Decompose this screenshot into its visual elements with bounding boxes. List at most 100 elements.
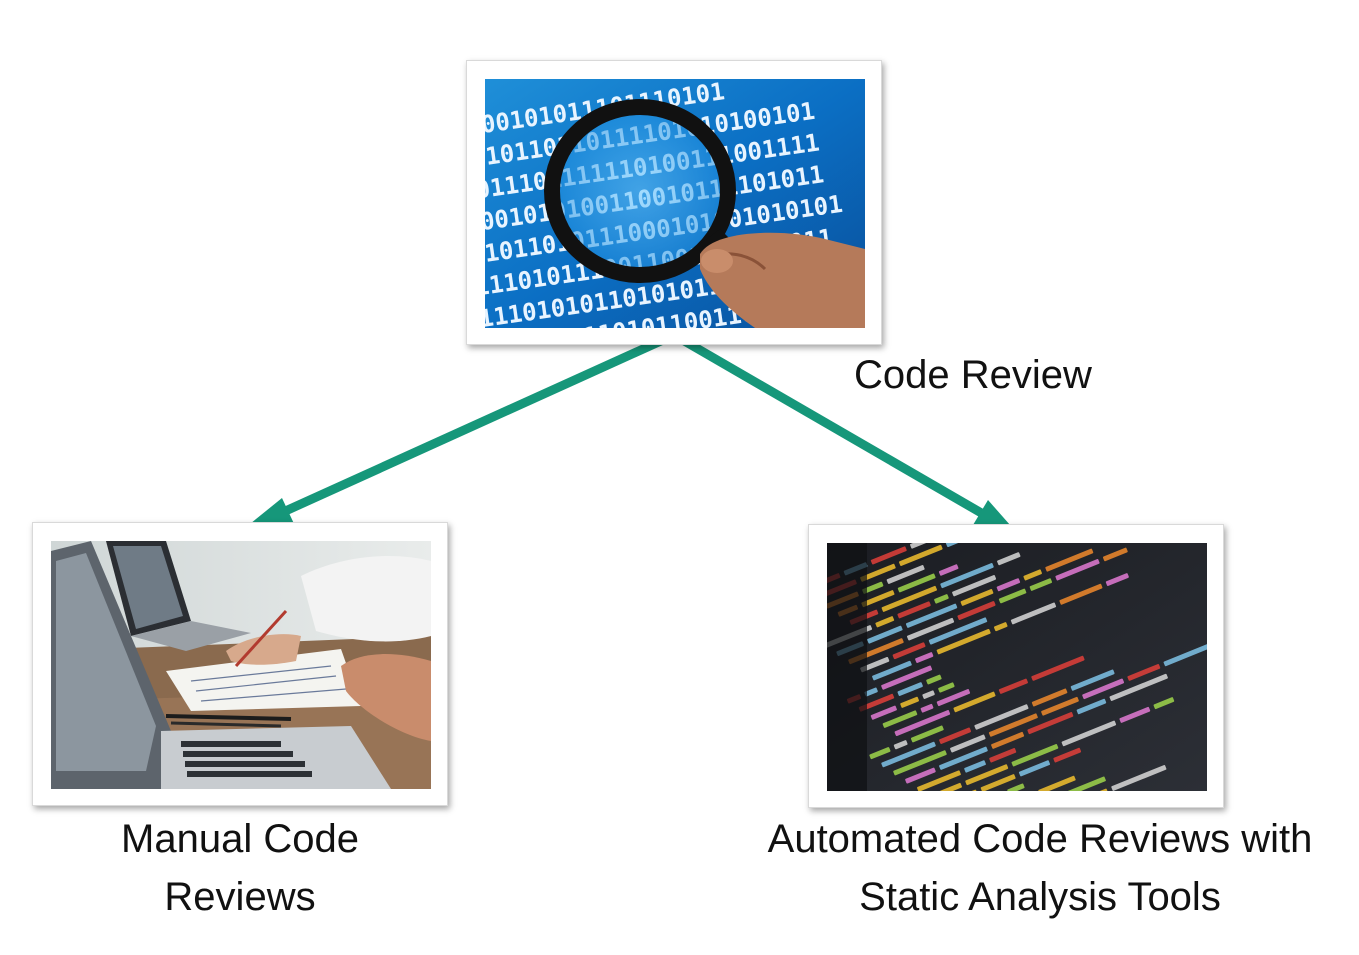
code-token [1059, 583, 1103, 605]
code-token [1041, 696, 1079, 716]
code-token [897, 573, 936, 593]
code-token [1031, 655, 1085, 681]
code-token [1018, 760, 1050, 777]
code-token [1023, 569, 1042, 581]
code-token [989, 748, 1017, 763]
code-token [894, 710, 951, 737]
code-token [1055, 559, 1100, 581]
code-token [991, 731, 1025, 749]
code-token [917, 770, 961, 791]
code-token [1070, 669, 1115, 691]
code-review-label: Code Review [828, 346, 1118, 404]
code-token [940, 563, 994, 589]
code-token [926, 674, 942, 685]
code-token [960, 589, 994, 606]
code-token [910, 725, 944, 743]
code-token [860, 563, 896, 582]
code-token [998, 678, 1028, 694]
code-token [1061, 720, 1117, 747]
code-token [1045, 548, 1094, 572]
code-token [998, 588, 1027, 604]
code-token [881, 741, 936, 768]
code-token [861, 590, 895, 608]
code-token [869, 747, 891, 760]
code-token [957, 601, 996, 621]
code-token [907, 617, 955, 641]
code-token [996, 578, 1021, 592]
code-token [892, 642, 926, 660]
code-token [1082, 678, 1125, 700]
code-token [953, 691, 996, 713]
code-token [1007, 783, 1025, 791]
code-token [1011, 744, 1059, 767]
code-token [952, 575, 997, 597]
code-token [993, 622, 1008, 632]
code-token [939, 727, 972, 744]
code-token [988, 713, 1038, 737]
code-token [858, 693, 895, 712]
code-token [920, 703, 934, 713]
code-token [1127, 663, 1161, 681]
manual-label-line2: Reviews [164, 875, 316, 919]
code-token [1109, 673, 1168, 701]
code-token [931, 782, 962, 791]
arrow-to-automated [671, 331, 993, 522]
code-token [1163, 639, 1207, 667]
manual-label-line1: Manual Code [121, 817, 359, 861]
automated-code-review-photo [808, 524, 1224, 808]
code-token [980, 774, 1016, 791]
code-token [928, 617, 988, 645]
code-token [881, 585, 937, 612]
source-code-screen-icon [827, 543, 1207, 791]
code-token [875, 616, 895, 628]
automated-label-line2: Static Analysis Tools [859, 875, 1221, 919]
code-token [900, 696, 919, 708]
code-token [938, 564, 959, 576]
code-token [899, 544, 943, 566]
code-token [915, 652, 934, 664]
manual-code-review-label: Manual Code Reviews [60, 810, 420, 926]
code-token [936, 628, 991, 655]
code-token [950, 734, 986, 753]
code-token [1029, 578, 1053, 591]
code-token [1010, 602, 1057, 625]
code-token [1038, 775, 1076, 791]
code-token [882, 710, 918, 728]
code-token [893, 740, 908, 750]
code-token [997, 552, 1021, 566]
code-token [1105, 573, 1129, 586]
code-token [905, 767, 936, 784]
code-token [867, 625, 903, 644]
code-token [886, 565, 925, 584]
code-token [862, 581, 884, 594]
code-token [1102, 547, 1128, 562]
code-token [922, 690, 935, 699]
code-token [881, 665, 933, 690]
code-token [897, 682, 923, 697]
code-token [905, 603, 958, 628]
manual-code-review-photo [32, 522, 448, 806]
code-token [1027, 712, 1074, 735]
code-token [934, 594, 949, 604]
code-token [864, 687, 878, 697]
code-token [870, 546, 907, 565]
code-token [1111, 765, 1167, 791]
automated-label-line1: Automated Code Reviews with [767, 817, 1313, 861]
code-token [860, 656, 890, 673]
code-token [870, 705, 897, 720]
code-review-label-text: Code Review [854, 353, 1092, 397]
code-token [964, 760, 986, 773]
code-token [965, 764, 1009, 786]
code-token [1119, 706, 1151, 723]
arrow-to-manual [268, 330, 676, 523]
laptop-desk-meeting-icon [51, 541, 431, 789]
code-token [1076, 698, 1107, 715]
code-token [1049, 776, 1106, 791]
code-token [897, 601, 931, 619]
code-token [936, 689, 971, 707]
code-token [1053, 747, 1082, 763]
code-token [939, 746, 988, 770]
automated-code-review-label: Automated Code Reviews with Static Analy… [730, 810, 1350, 926]
code-token [974, 704, 1029, 730]
code-review-photo: 0100101011101110101101011011011110101010… [466, 60, 882, 345]
